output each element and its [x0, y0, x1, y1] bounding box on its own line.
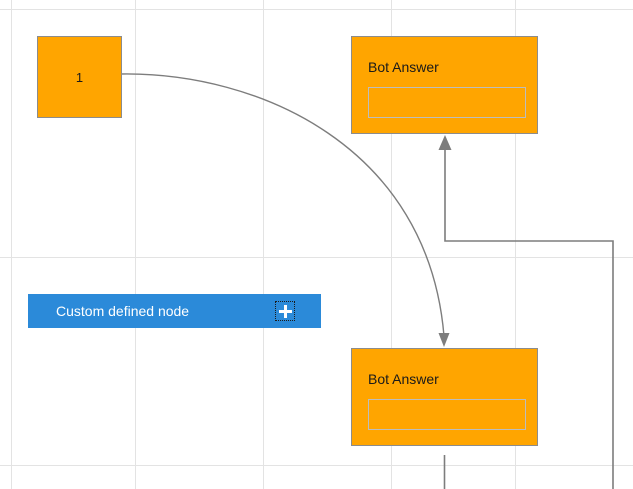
arrowhead-up-icon: [438, 135, 452, 150]
bot-answer-title: Bot Answer: [368, 371, 439, 387]
bot-answer-slot[interactable]: [368, 87, 526, 118]
bot-answer-node-top[interactable]: Bot Answer: [351, 36, 538, 134]
custom-defined-node-label: Custom defined node: [56, 303, 190, 319]
bot-answer-slot[interactable]: [368, 399, 526, 430]
bot-answer-node-bottom[interactable]: Bot Answer: [351, 348, 538, 446]
plus-icon-vertical-bar: [283, 304, 287, 318]
connector-bot-answer-bottom-to-top: [438, 135, 614, 489]
arrowhead-down-icon: [438, 333, 450, 347]
connector-start-to-bot-answer-bottom: [120, 73, 450, 347]
bot-answer-title: Bot Answer: [368, 59, 439, 75]
start-node[interactable]: 1: [37, 36, 122, 118]
custom-defined-node-item[interactable]: Custom defined node: [28, 294, 321, 328]
plus-icon[interactable]: [275, 301, 295, 321]
start-node-label: 1: [75, 69, 84, 85]
